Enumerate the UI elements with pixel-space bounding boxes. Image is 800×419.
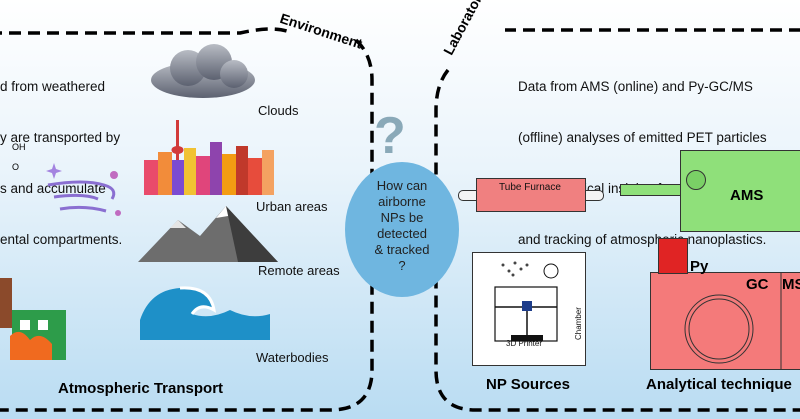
factory-icon [0,278,66,360]
ams-port [686,170,706,190]
question-circle [345,162,459,297]
tube-furnace [476,178,586,212]
question-line-3: NPs be [380,210,424,225]
carboxyl-group-icon: O [12,162,19,172]
lab-line-1: Data from AMS (online) and Py-GC/MS [518,79,753,94]
question-mark-icon: ? [374,107,406,165]
np-sources-label: NP Sources [486,376,570,393]
env-line-1: d from weathered [0,79,106,94]
ams-inlet [620,184,682,196]
ams-label: AMS [730,187,764,204]
atmospheric-transport-label: Atmospheric Transport [58,380,224,397]
urban-areas-label: Urban areas [256,199,328,214]
analytical-technique-label: Analytical technique [646,376,792,393]
pyrolyzer [658,238,688,274]
question-line-5: & tracked [374,242,430,257]
city-skyline-icon [144,120,274,195]
lab-line-2: (offline) analyses of emitted PET partic… [518,130,767,145]
question-line-4: detected [377,226,427,241]
cloud-icon [151,44,255,98]
question-line-2: airborne [378,194,426,209]
lab-line-4: and tracking of atmospheric nanoplastics… [518,232,767,247]
py-label: Py [690,258,709,275]
remote-areas-label: Remote areas [258,263,340,278]
ms-label: MS [782,276,800,293]
laboratory-frame [434,28,800,412]
tube-furnace-label: Tube Furnace [499,182,561,193]
printer-label: 3D Printer [506,339,543,348]
wave-icon [140,286,270,340]
wind-icon [46,163,121,216]
env-line-2: y are transported by [0,130,121,145]
gc-label: GC [746,276,769,293]
env-line-4: ental compartments. [0,232,123,247]
question-text: How can airborne NPs be detected & track… [345,178,459,274]
ams-instrument [680,150,800,232]
question-line-1: How can [376,178,428,193]
waterbodies-label: Waterbodies [256,350,329,365]
gcms-instrument [650,272,800,370]
printer-diagram [494,261,559,342]
printer-chamber [472,252,586,366]
mountain-icon [138,206,278,262]
environment-frame [0,27,374,412]
chamber-label: Chamber [574,307,583,340]
hydroxyl-label: OH [12,142,26,152]
clouds-label: Clouds [258,103,299,118]
question-line-6: ? [398,258,406,273]
gc-column [684,273,782,369]
oxygen-label: O [12,162,20,172]
